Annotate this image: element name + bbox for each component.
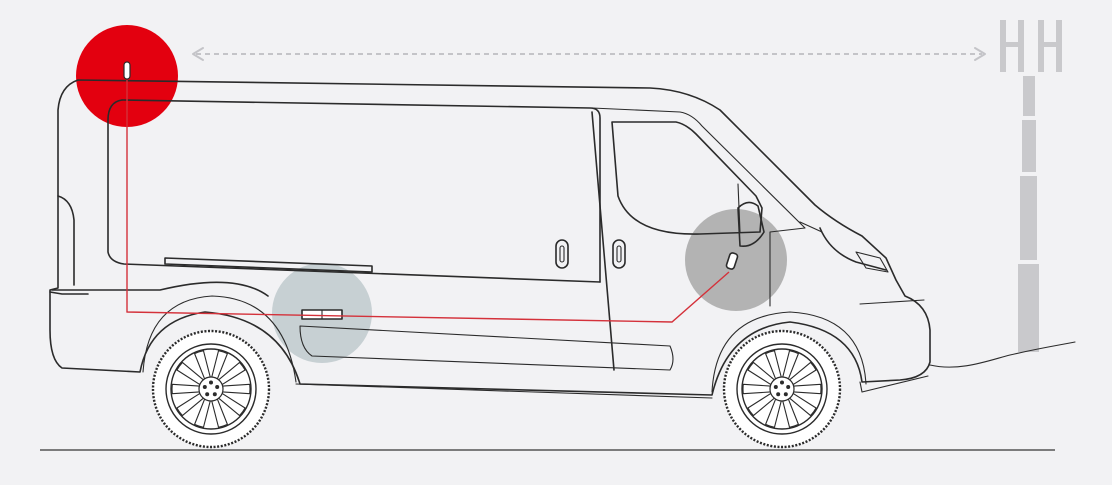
cell-tower-icon <box>1000 20 1062 352</box>
signal-arrow <box>192 47 986 61</box>
terrain-line <box>929 341 1076 368</box>
antenna-cable <box>126 80 730 323</box>
rear-wheel <box>151 329 271 449</box>
booster-icon <box>301 309 343 320</box>
front-wheel <box>722 329 842 449</box>
wheels <box>151 329 842 449</box>
roof-antenna-icon <box>123 61 131 80</box>
van-outline <box>49 79 931 399</box>
cab-antenna-icon <box>725 252 739 270</box>
